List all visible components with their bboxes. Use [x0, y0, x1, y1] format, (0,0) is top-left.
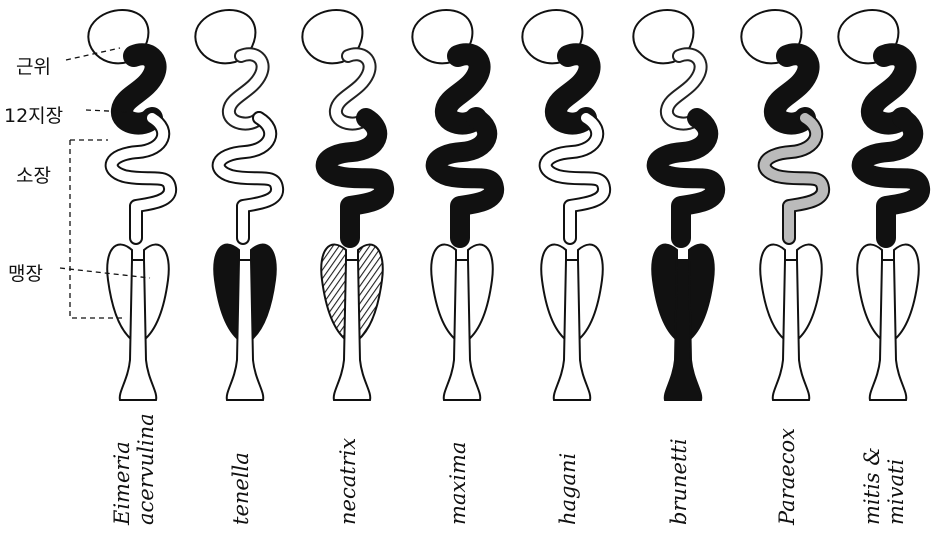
species-name-line: mivati — [884, 447, 908, 525]
species-name-line: necatrix — [336, 438, 360, 525]
species-name-line: Eimeria — [110, 413, 134, 525]
cecum-left — [107, 245, 132, 340]
cecum-left — [541, 245, 566, 340]
intestine-drawing-7 — [838, 10, 920, 400]
small-intestine-lumen — [546, 118, 604, 238]
intestine-drawing-3 — [412, 10, 494, 400]
species-label-6: Paraecox — [775, 428, 799, 525]
species-label-3: maxima — [446, 442, 470, 525]
cecum-left — [652, 245, 677, 340]
cecum-right — [689, 245, 714, 340]
cecum-right — [358, 245, 383, 340]
cecum-right — [797, 245, 822, 340]
small-intestine-lumen — [219, 118, 277, 238]
intestine-drawing-6 — [741, 10, 823, 400]
label-gizzard: 근위 — [16, 52, 51, 79]
cecum-left — [321, 245, 346, 340]
small-intestine — [657, 118, 715, 238]
small-intestine — [436, 118, 494, 238]
species-label-1: tenella — [229, 452, 253, 525]
species-name-line: tenella — [229, 452, 253, 525]
small-intestine-lumen — [765, 118, 823, 238]
species-name-line: acervulina — [134, 413, 158, 525]
species-name-line: maxima — [446, 442, 470, 525]
species-name-line: Paraecox — [775, 428, 799, 525]
cecum-left — [857, 245, 882, 340]
cecum-left — [214, 245, 239, 340]
cecum-left — [431, 245, 456, 340]
species-name-line: hagani — [556, 453, 580, 525]
intestine-drawing-5 — [633, 10, 715, 400]
cecum-right — [894, 245, 919, 340]
species-label-2: necatrix — [336, 438, 360, 525]
cecum-left — [760, 245, 785, 340]
label-duodenum: 12지장 — [4, 101, 63, 128]
cecum-right — [251, 245, 276, 340]
label-small-intestine: 소장 — [16, 161, 51, 188]
species-label-7: mitis &mivati — [860, 447, 908, 525]
label-cecum: 맹장 — [8, 259, 43, 286]
cecum-right — [578, 245, 603, 340]
intestine-drawing-4 — [522, 10, 604, 400]
small-intestine — [862, 118, 920, 238]
species-label-4: hagani — [556, 453, 580, 525]
intestine-drawing-2 — [302, 10, 384, 400]
cecum-right — [144, 245, 169, 340]
small-intestine — [326, 118, 384, 238]
species-label-5: brunetti — [667, 438, 691, 525]
species-name-line: brunetti — [667, 438, 691, 525]
cecum-right — [468, 245, 493, 340]
species-label-0: Eimeriaacervulina — [110, 413, 158, 525]
small-intestine-lumen — [112, 118, 170, 238]
intestine-drawing-1 — [195, 10, 277, 400]
species-name-line: mitis & — [860, 447, 884, 525]
intestine-drawing-0 — [88, 10, 170, 400]
